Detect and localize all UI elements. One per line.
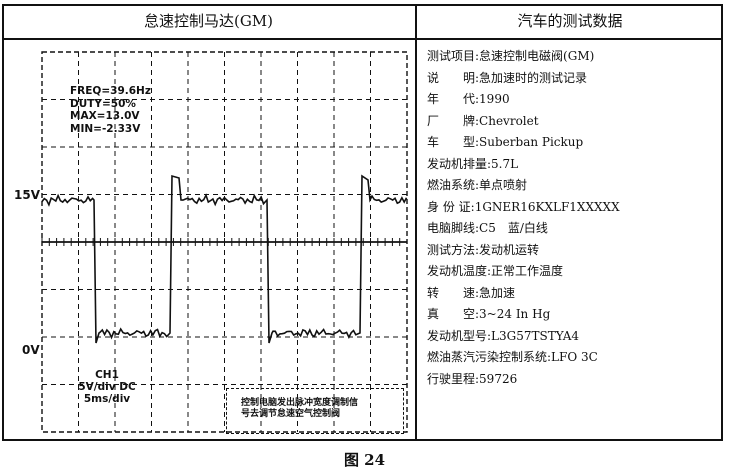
freq-readout: FREQ=39.6Hz <box>70 85 151 97</box>
info-row: 发动机型号:L3G57TSTYA4 <box>427 326 620 348</box>
info-value: 1990 <box>479 92 510 106</box>
scope-note-box: 控制电脑发出脉冲宽度调制信 号去调节怠速空气控制阀 <box>226 388 404 434</box>
info-value: C5 蓝/白线 <box>479 221 548 235</box>
info-key: 测试项目: <box>427 49 480 63</box>
waveform-path <box>41 174 408 344</box>
info-value: 怠速控制电磁阀(GM) <box>479 49 595 63</box>
info-row: 行驶里程:59726 <box>427 369 620 391</box>
scope-measurements: FREQ=39.6Hz DUTY=50% MAX=13.0V MIN=-2.33… <box>70 85 151 135</box>
info-value: 3~24 In Hg <box>479 307 551 321</box>
info-value: 急加速 <box>479 285 516 300</box>
info-value: LFO 3C <box>551 350 598 364</box>
test-data-list: 测试项目:怠速控制电磁阀(GM) 说 明:急加速时的测试记录 年 代:1990 … <box>427 46 620 390</box>
info-key: 真 空: <box>427 307 480 321</box>
volts-per-div: 5V/div DC <box>78 381 136 393</box>
info-value: 发动机运转 <box>479 242 540 257</box>
note-line: 控制电脑发出脉冲宽度调制信 <box>241 398 359 408</box>
info-value: 正常工作温度 <box>491 264 564 278</box>
oscilloscope-screen <box>41 51 408 433</box>
info-key: 行驶里程: <box>427 371 480 386</box>
waveform-trace <box>41 174 408 344</box>
table-frame <box>2 4 723 441</box>
info-row: 身 份 证:1GNER16KXLF1XXXXX <box>427 197 620 219</box>
channel-name: CH1 <box>95 369 119 381</box>
info-key: 身 份 证: <box>427 199 475 214</box>
info-value: L3G57TSTYA4 <box>491 328 580 343</box>
info-value: 1GNER16KXLF1XXXXX <box>474 199 620 214</box>
duty-readout: DUTY=50% <box>70 97 136 110</box>
waveform-title: 怠速控制马达(GM) <box>143 12 274 30</box>
info-key: 测试方法: <box>427 242 480 257</box>
info-row: 测试项目:怠速控制电磁阀(GM) <box>427 46 620 68</box>
test-data-title: 汽车的测试数据 <box>517 12 623 30</box>
time-per-div: 5ms/div <box>83 393 131 405</box>
header-divider <box>2 38 723 40</box>
info-row: 发动机排量:5.7L <box>427 154 620 176</box>
info-key: 发动机温度: <box>427 264 492 278</box>
max-readout: MAX=13.0V <box>70 110 140 122</box>
note-line: 号去调节怠速空气控制阀 <box>241 409 341 419</box>
channel-settings: CH1 5V/div DC 5ms/div <box>72 369 142 405</box>
info-row: 测试方法:发动机运转 <box>427 240 620 262</box>
info-key: 电脑脚线: <box>427 221 480 235</box>
info-value: 单点喷射 <box>479 178 528 192</box>
info-key: 车 型: <box>427 135 480 149</box>
info-key: 燃油蒸汽污染控制系统: <box>427 350 552 364</box>
info-value: 急加速时的测试记录 <box>479 70 588 85</box>
info-value: Chevrolet <box>479 113 539 128</box>
info-key: 发动机排量: <box>427 156 492 171</box>
info-row: 转 速:急加速 <box>427 283 620 305</box>
info-row: 说 明:急加速时的测试记录 <box>427 68 620 90</box>
info-key: 说 明: <box>427 70 480 85</box>
info-row: 厂 牌:Chevrolet <box>427 111 620 133</box>
min-readout: MIN=-2.33V <box>70 122 141 135</box>
figure-caption: 图 24 <box>343 451 386 469</box>
info-row: 发动机温度:正常工作温度 <box>427 261 620 283</box>
scope-grid <box>41 51 408 433</box>
info-row: 年 代:1990 <box>427 89 620 111</box>
info-key: 厂 牌: <box>427 113 480 128</box>
column-divider <box>415 4 417 441</box>
info-row: 电脑脚线:C5 蓝/白线 <box>427 218 620 240</box>
info-key: 发动机型号: <box>427 328 492 343</box>
level-0v-label: 0V <box>22 343 40 357</box>
level-15v-label: 15V <box>14 188 40 202</box>
info-key: 年 代: <box>427 92 480 106</box>
info-row: 真 空:3~24 In Hg <box>427 304 620 326</box>
info-key: 燃油系统: <box>427 178 480 192</box>
info-key: 转 速: <box>427 285 480 300</box>
info-row: 车 型:Suberban Pickup <box>427 132 620 154</box>
info-row: 燃油蒸汽污染控制系统:LFO 3C <box>427 347 620 369</box>
info-value: 5.7L <box>491 156 519 171</box>
info-row: 燃油系统:单点喷射 <box>427 175 620 197</box>
info-value: 59726 <box>479 371 518 386</box>
info-value: Suberban Pickup <box>479 135 584 149</box>
